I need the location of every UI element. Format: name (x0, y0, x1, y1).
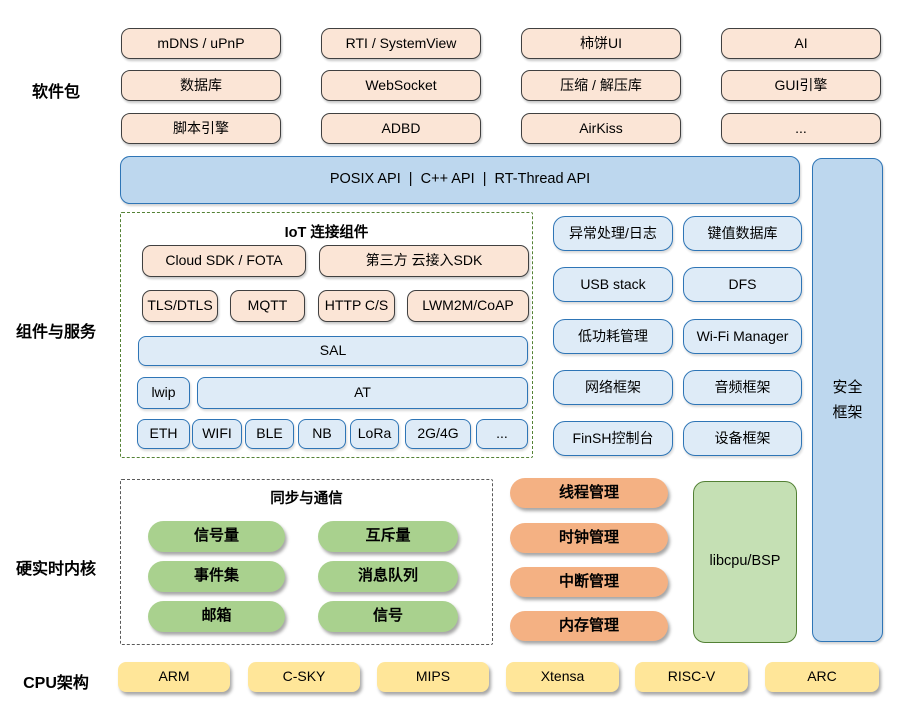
section-label-packages: 软件包 (31, 84, 80, 101)
box-2g-4g: 2G/4G (405, 419, 471, 449)
box-cloud-sdk-fota: Cloud SDK / FOTA (142, 245, 306, 277)
box-lwm2m-coap: LWM2M/CoAP (407, 290, 529, 322)
security-framework-line2: 框架 (832, 404, 863, 421)
package-box-gui-engine: GUI引擎 (721, 70, 881, 101)
service-box-audio-fw: 音频框架 (683, 370, 802, 405)
box-http-cs: HTTP C/S (318, 290, 395, 322)
package-box-mdns-upnp: mDNS / uPnP (121, 28, 281, 59)
kernel-box-thread-mgmt: 线程管理 (510, 478, 668, 508)
libcpu-bsp-box: libcpu/BSP (693, 481, 797, 643)
ipc-box-mutex: 互斥量 (318, 521, 458, 552)
box-eth: ETH (137, 419, 190, 449)
ipc-box-event-set: 事件集 (148, 561, 285, 592)
package-box-script-engine: 脚本引擎 (121, 113, 281, 144)
cpu-box-c-sky: C-SKY (248, 662, 360, 692)
ipc-box-signal: 信号 (318, 601, 458, 632)
package-box-persimmon-ui: 柿饼UI (521, 28, 681, 59)
box-wifi: WIFI (192, 419, 242, 449)
service-box-low-power: 低功耗管理 (553, 319, 673, 354)
kernel-box-interrupt-mgmt: 中断管理 (510, 567, 668, 597)
package-box-database: 数据库 (121, 70, 281, 101)
api-layer-bar: POSIX API | C++ API | RT-Thread API (120, 156, 800, 204)
box-nb: NB (298, 419, 346, 449)
box-at: AT (197, 377, 528, 409)
box-lwip: lwip (137, 377, 190, 409)
security-framework-line1: 安全 (832, 378, 863, 396)
service-box-usb-stack: USB stack (553, 267, 673, 302)
package-box-compression: 压缩 / 解压库 (521, 70, 681, 101)
box-links-more: ... (476, 419, 528, 449)
box-lora: LoRa (350, 419, 399, 449)
ipc-box-mailbox: 邮箱 (148, 601, 285, 632)
sync-group-title: 同步与通信 (270, 491, 343, 507)
service-box-kv-database: 键值数据库 (683, 216, 802, 251)
cpu-box-xtensa: Xtensa (506, 662, 619, 692)
package-box-rti-systemview: RTI / SystemView (321, 28, 481, 59)
section-label-components: 组件与服务 (15, 324, 96, 341)
kernel-box-clock-mgmt: 时钟管理 (510, 523, 668, 553)
box-ble: BLE (245, 419, 294, 449)
box-tls-dtls: TLS/DTLS (142, 290, 218, 322)
security-framework-bar: 安全 框架 (812, 158, 883, 642)
iot-group-title: IoT 连接组件 (284, 225, 369, 241)
service-box-wifi-manager: Wi-Fi Manager (683, 319, 802, 354)
service-box-device-fw: 设备框架 (683, 421, 802, 456)
service-box-exception-log: 异常处理/日志 (553, 216, 673, 251)
section-label-kernel: 硬实时内核 (15, 561, 96, 578)
package-box-ai: AI (721, 28, 881, 59)
ipc-box-message-queue: 消息队列 (318, 561, 458, 592)
cpu-box-arc: ARC (765, 662, 879, 692)
box-sal: SAL (138, 336, 528, 366)
service-box-dfs: DFS (683, 267, 802, 302)
cpu-box-mips: MIPS (377, 662, 489, 692)
package-box-airkiss: AirKiss (521, 113, 681, 144)
sync-group-frame (120, 479, 493, 645)
package-box-adbd: ADBD (321, 113, 481, 144)
box-mqtt: MQTT (230, 290, 305, 322)
iot-group-frame (120, 212, 533, 458)
ipc-box-semaphore: 信号量 (148, 521, 285, 552)
section-label-cpu: CPU架构 (23, 675, 89, 692)
cpu-box-arm: ARM (118, 662, 230, 692)
package-box-more: ... (721, 113, 881, 144)
service-box-network-fw: 网络框架 (553, 370, 673, 405)
kernel-box-memory-mgmt: 内存管理 (510, 611, 668, 641)
service-box-finsh-console: FinSH控制台 (553, 421, 673, 456)
package-box-websocket: WebSocket (321, 70, 481, 101)
box-third-party-sdk: 第三方 云接入SDK (319, 245, 529, 277)
cpu-box-risc-v: RISC-V (635, 662, 748, 692)
